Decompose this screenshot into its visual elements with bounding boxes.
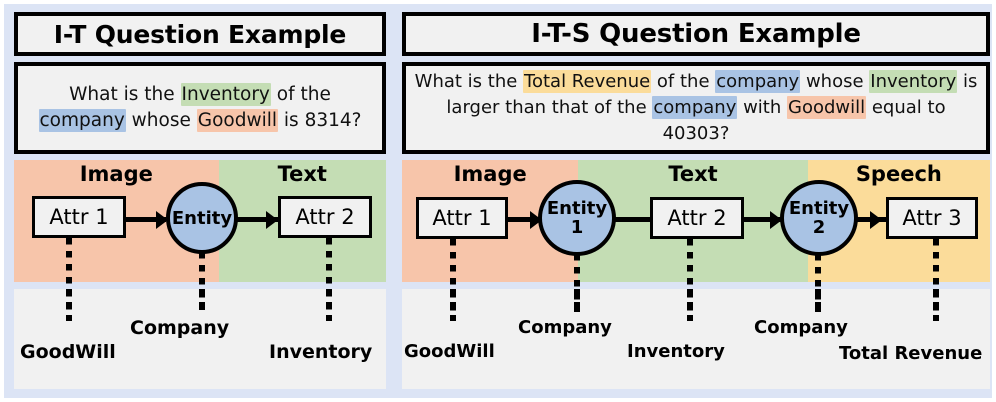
page-title: I-T Question Example	[53, 19, 347, 49]
leader-line-attr2-lower	[326, 289, 332, 321]
question-segment: whose	[125, 110, 197, 131]
question-highlight-goodwill: Goodwill	[196, 109, 279, 132]
edge-entity1-to-attr2	[598, 217, 652, 222]
node-entity-1-label: Entity	[546, 198, 608, 219]
question-highlight-inventory: Inventory	[869, 70, 958, 93]
question-segment: What is the	[414, 71, 524, 92]
leader-line-entity1-lower	[574, 289, 580, 307]
edge-entity2-to-attr3	[836, 217, 888, 222]
leader-line-attr1	[66, 238, 72, 312]
question-highlight-total-revenue: Total Revenue	[523, 70, 652, 93]
node-attr-1: Attr 1	[416, 197, 508, 239]
panel-i-t: I-T Question Example What is the Invento…	[14, 12, 386, 398]
annotation-company-2: Company	[754, 317, 848, 338]
modality-label-image: Image	[79, 162, 153, 186]
node-attr-3: Attr 3	[886, 197, 978, 239]
question-segment: What is the	[69, 84, 181, 105]
panel-title-box: I-T-S Question Example	[402, 12, 990, 56]
annotation-company-1: Company	[518, 317, 612, 338]
edge-attr2-to-entity2	[742, 217, 782, 222]
node-entity-label: Entity	[171, 207, 233, 229]
question-highlight-company-1: company	[715, 70, 801, 93]
arrow-entity2-to-attr3	[870, 211, 882, 229]
annotation-total-revenue: Total Revenue	[839, 343, 983, 364]
annotation-area: GoodWill Company Inventory	[14, 289, 386, 389]
question-segment: equal to 40303?	[662, 97, 946, 144]
annotation-area: GoodWill Company Inventory Company Total…	[402, 289, 990, 389]
leader-line-entity-lower	[199, 289, 205, 307]
arrow-attr2-to-entity2	[770, 211, 782, 229]
leader-line-attr2	[326, 238, 332, 312]
question-segment: of the	[651, 71, 716, 92]
node-attr-1-label: Attr 1	[432, 206, 492, 230]
question-box: What is the Total Revenue of the company…	[402, 62, 990, 154]
modality-label-text: Text	[668, 162, 718, 186]
leader-line-attr1	[450, 239, 456, 312]
question-box: What is the Inventory of the company who…	[14, 62, 386, 154]
question-text: What is the Total Revenue of the company…	[412, 69, 980, 147]
leader-line-attr3	[933, 239, 939, 312]
leader-line-entity1	[574, 254, 580, 312]
question-text: What is the Inventory of the company who…	[24, 82, 376, 134]
question-segment: is larger than that of the	[446, 71, 978, 118]
edge-entity-to-attr2	[236, 217, 280, 222]
leader-line-attr3-lower	[933, 289, 939, 321]
leader-line-entity2-lower	[815, 289, 821, 307]
leader-line-attr1-lower	[450, 289, 456, 321]
arrow-attr1-to-entity	[156, 211, 168, 229]
node-attr-2: Attr 2	[650, 197, 744, 239]
arrow-entity-to-attr2	[266, 211, 278, 229]
node-attr-1-label: Attr 1	[49, 205, 109, 229]
annotation-inventory: Inventory	[269, 341, 373, 363]
knowledge-graph: Attr 1 Entity 1 Attr 2 Entity 2 Attr 3	[402, 160, 990, 312]
question-segment: of the	[270, 84, 331, 105]
node-entity-2-index: 2	[812, 217, 826, 238]
node-entity-1: Entity 1	[538, 180, 616, 256]
question-segment: is 8314?	[278, 110, 362, 131]
panel-title-box: I-T Question Example	[14, 12, 386, 56]
question-highlight-goodwill: Goodwill	[787, 96, 867, 119]
annotation-goodwill: GoodWill	[20, 341, 116, 363]
leader-line-attr2-lower	[687, 289, 693, 321]
question-highlight-company: company	[38, 109, 126, 132]
question-segment: with	[737, 97, 787, 118]
node-attr-3-label: Attr 3	[902, 206, 962, 230]
node-entity-2-label: Entity	[788, 198, 850, 219]
annotation-company: Company	[130, 317, 230, 339]
question-highlight-company-2: company	[652, 96, 738, 119]
knowledge-graph: Attr 1 Entity Attr 2	[14, 160, 386, 312]
leader-line-attr2	[687, 239, 693, 312]
modality-label-speech: Speech	[855, 162, 942, 186]
edge-attr1-to-entity1	[506, 217, 540, 222]
page-title: I-T-S Question Example	[531, 19, 861, 49]
node-attr-2-label: Attr 2	[295, 205, 355, 229]
node-entity-1-index: 1	[570, 217, 584, 238]
annotation-goodwill: GoodWill	[404, 341, 495, 362]
modality-label-text: Text	[277, 162, 327, 186]
node-attr-2-label: Attr 2	[667, 206, 727, 230]
modality-label-image: Image	[453, 162, 527, 186]
node-attr-2: Attr 2	[278, 196, 372, 238]
node-entity: Entity	[166, 182, 238, 254]
node-entity-2: Entity 2	[780, 180, 858, 256]
question-segment: whose	[800, 71, 870, 92]
leader-line-entity	[199, 252, 205, 310]
question-highlight-inventory: Inventory	[180, 83, 271, 106]
leader-line-attr1-lower	[66, 289, 72, 321]
panel-i-t-s: I-T-S Question Example What is the Total…	[402, 12, 990, 398]
edge-attr1-to-entity	[124, 217, 166, 222]
node-attr-1: Attr 1	[32, 196, 126, 238]
leader-line-entity2	[815, 254, 821, 312]
annotation-inventory: Inventory	[627, 341, 725, 362]
